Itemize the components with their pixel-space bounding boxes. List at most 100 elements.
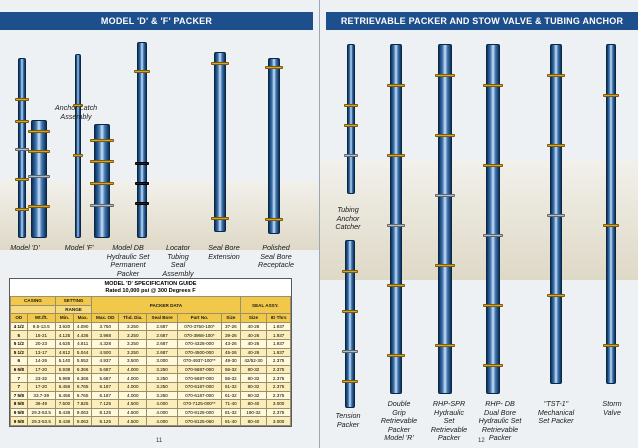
- rhp-spr-packer-illustration: [432, 44, 458, 394]
- table-cell: 7.825: [73, 399, 93, 409]
- table-cell: 4.811: [73, 338, 93, 349]
- table-cell: 070-4937-100**: [176, 356, 223, 366]
- table-cell: 33.7-39: [26, 390, 56, 401]
- column-header: Size: [221, 313, 241, 323]
- column-header: Thd. Dia.: [118, 313, 148, 323]
- table-cell: 4.000: [146, 416, 178, 426]
- table-cell: 6 5/8: [10, 364, 28, 375]
- table-cell: 5.938: [54, 364, 75, 375]
- table-cell: 4.125: [54, 330, 75, 340]
- polished-seal-bore-illustration: [262, 58, 286, 234]
- table-cell: 40-26: [239, 321, 268, 332]
- table-cell: 4.000: [146, 407, 178, 418]
- model-db-tool-illustration: [82, 124, 122, 238]
- rhp-db-packer-illustration: [480, 44, 506, 394]
- header-range: RANGE: [54, 304, 93, 315]
- table-cell: 1.937: [266, 330, 291, 340]
- table-cell: 3.000: [146, 356, 178, 366]
- table-cell: 40-26: [239, 338, 268, 349]
- table-cell: 8.438: [54, 416, 75, 426]
- table-cell: 3.250: [146, 373, 178, 383]
- table-cell: 4.090: [73, 321, 93, 332]
- table-cell: 6.456: [54, 390, 75, 401]
- table-cell: 4.436: [73, 330, 93, 340]
- table-cell: 3.750: [91, 321, 120, 332]
- table-cell: 37-26: [221, 321, 241, 332]
- table-cell: 36-49: [26, 399, 56, 409]
- table-cell: 6: [10, 356, 28, 366]
- header-seal-assy: SEAL ASSY.: [239, 295, 292, 315]
- table-cell: 4.000: [118, 364, 148, 375]
- table-cell: 3.250: [118, 338, 148, 349]
- table-cell: 8.125: [91, 416, 120, 426]
- table-cell: 80-32: [239, 390, 268, 401]
- table-cell: 61-32: [221, 381, 241, 392]
- table-cell: 7 5/8: [10, 390, 28, 401]
- caption-tst1: "TST-1"Mechanical Set Packer: [537, 399, 575, 425]
- table-cell: 4.937: [91, 356, 120, 366]
- table-cell: 61-32: [221, 390, 241, 401]
- table-cell: 80-32: [239, 364, 268, 375]
- table-cell: 43-26: [221, 338, 241, 349]
- seal-bore-extension-illustration: [208, 52, 232, 232]
- table-cell: 80-32: [239, 381, 268, 392]
- table-cell: 5.687: [91, 373, 120, 383]
- table-cell: 4.500: [118, 416, 148, 426]
- storm-valve-illustration: [600, 44, 622, 384]
- column-header: Size: [239, 313, 268, 323]
- table-cell: 070-3968-100*: [176, 330, 223, 340]
- table-cell: 6.765: [73, 390, 93, 401]
- header-casing: CASING: [10, 296, 56, 306]
- table-cell: 3.250: [118, 347, 148, 358]
- anchor-latch-tool-illustration: [70, 54, 86, 238]
- table-cell: 3.250: [146, 364, 178, 375]
- table-cell: 5 1/2: [10, 347, 28, 358]
- table-cell: 1.937: [266, 347, 291, 358]
- table-cell: 6.366: [73, 364, 93, 375]
- table-cell: 070-7125-000**: [176, 399, 223, 409]
- table-cell: 5.989: [54, 373, 75, 383]
- table-cell: 5 1/2: [10, 338, 28, 349]
- table-cell: 80-40: [239, 399, 268, 409]
- table-cell: 9.5-13.5: [26, 321, 56, 332]
- table-cell: 9 5/8: [10, 416, 28, 426]
- table-cell: 8.438: [54, 407, 75, 418]
- table-cell: 4.500: [118, 407, 148, 418]
- model-d-tool-illustration: [14, 58, 30, 238]
- page-number-left: 11: [156, 438, 163, 444]
- table-cell: 5.687: [91, 364, 120, 375]
- table-cell: 3.250: [146, 381, 178, 392]
- table-cell: 3.000: [266, 416, 291, 426]
- table-cell: 2.375: [266, 356, 291, 366]
- table-cell: 8 5/8: [10, 399, 28, 409]
- background-photo: [0, 180, 319, 250]
- table-cell: 80-40: [239, 416, 268, 426]
- table-cell: 1.937: [266, 321, 291, 332]
- background-photo-right: [320, 160, 638, 280]
- table-cell: 71-40: [221, 399, 241, 409]
- spec-table: MODEL 'D' SPECIFICATION GUIDE Rated 10,0…: [9, 278, 292, 427]
- double-grip-packer-illustration: [384, 44, 408, 394]
- table-cell: 2.687: [146, 330, 178, 340]
- table-cell: 4.000: [118, 373, 148, 383]
- table-cell: 4.000: [146, 399, 178, 409]
- table-cell: 8.125: [91, 407, 120, 418]
- table-cell: 56-32: [221, 373, 241, 383]
- table-cell: 17-20: [26, 364, 56, 375]
